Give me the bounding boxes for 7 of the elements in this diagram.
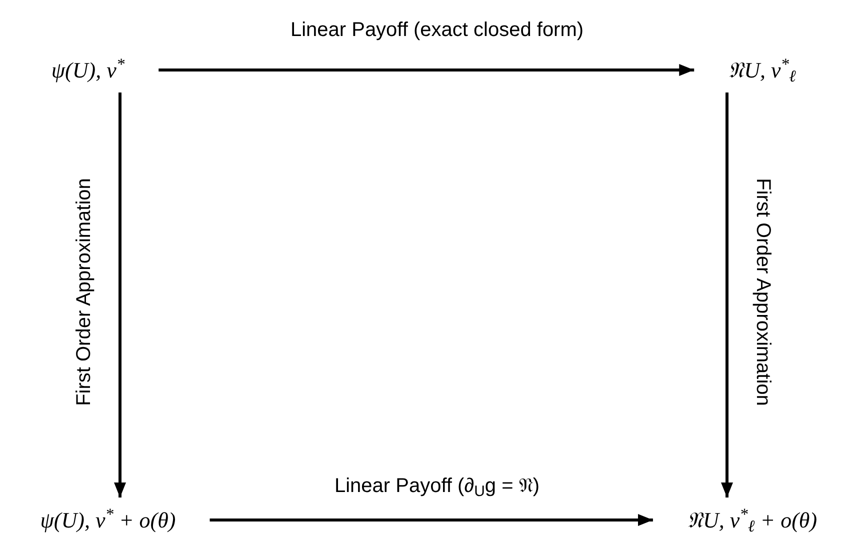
math-expression: ψ(U), ν$^{*}$: [47, 54, 129, 86]
arrow: [158, 64, 694, 76]
math-expression: ψ(U), ν$^{*}$ + o(θ): [36, 504, 180, 536]
arrow: [721, 92, 733, 498]
arrow: [210, 514, 653, 526]
arrow: [114, 92, 126, 498]
math-expression: 𝔑U, ν$^{*}$$_{ℓ}$ + o(θ): [682, 504, 822, 536]
